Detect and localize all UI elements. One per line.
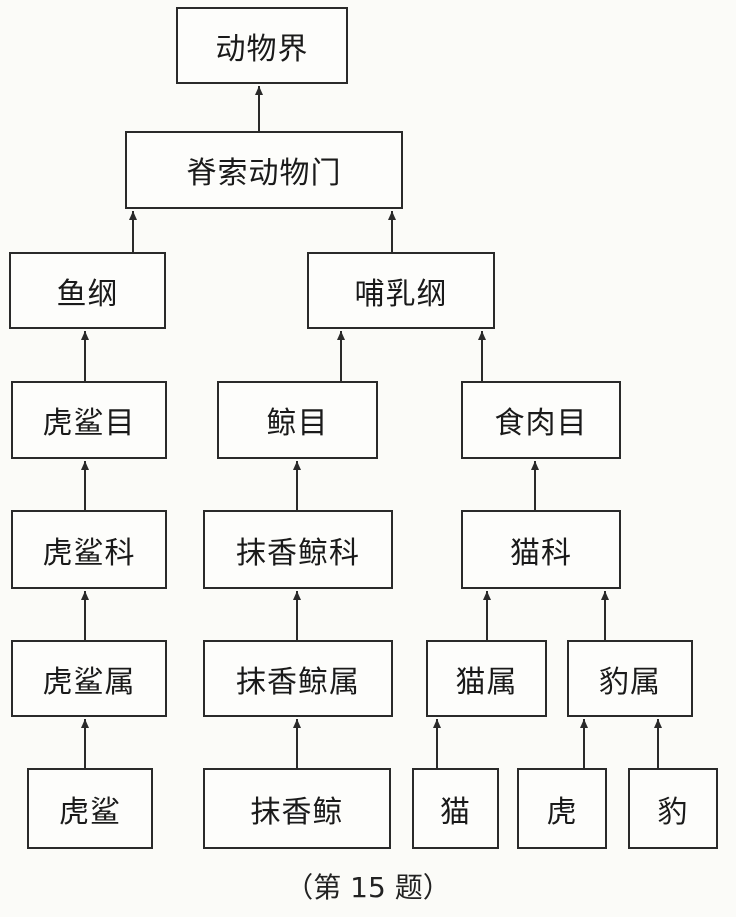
node-family-cat: 猫科: [461, 510, 621, 589]
node-species-cat: 猫: [412, 768, 499, 849]
node-order-whale: 鲸目: [217, 381, 378, 459]
node-family-shark: 虎鲨科: [11, 510, 167, 589]
node-species-sperm-whale: 抹香鲸: [203, 768, 391, 849]
node-class-fish: 鱼纲: [9, 252, 166, 329]
node-species-shark: 虎鲨: [27, 768, 153, 849]
node-species-tiger: 虎: [517, 768, 607, 849]
node-genus-shark: 虎鲨属: [11, 640, 167, 717]
node-kingdom: 动物界: [176, 7, 348, 84]
node-genus-sperm-whale: 抹香鲸属: [203, 640, 393, 717]
figure-caption: （第 15 题）: [285, 871, 451, 904]
node-class-mammal: 哺乳纲: [307, 252, 495, 329]
node-order-carnivora: 食肉目: [461, 381, 621, 459]
node-species-leopard: 豹: [628, 768, 718, 849]
node-family-sperm-whale: 抹香鲸科: [203, 510, 393, 589]
node-genus-panthera: 豹属: [567, 640, 693, 717]
node-order-shark: 虎鲨目: [11, 381, 167, 459]
node-genus-cat: 猫属: [426, 640, 547, 717]
node-phylum: 脊索动物门: [125, 131, 403, 209]
